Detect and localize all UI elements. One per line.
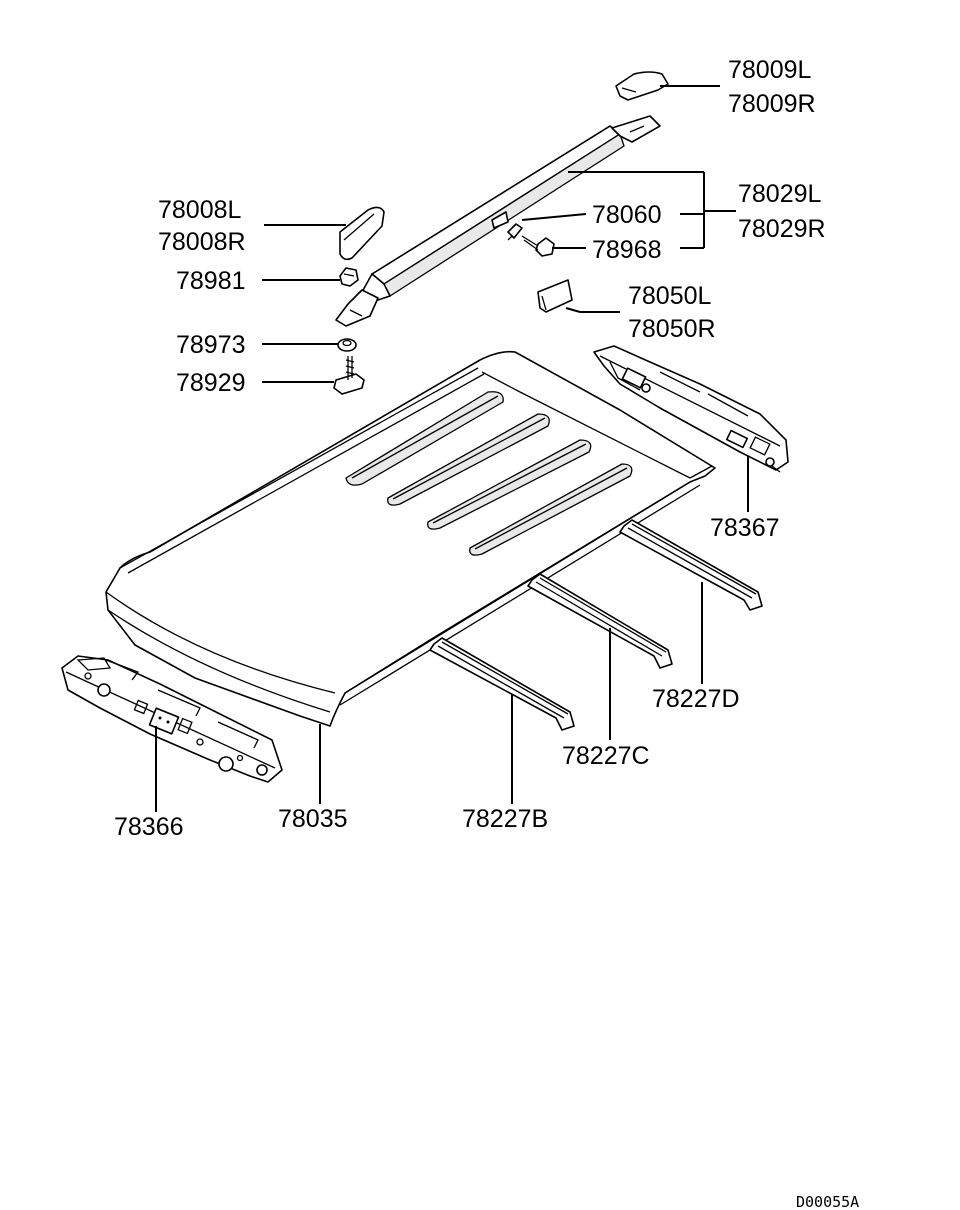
label-78008r: 78008R (158, 228, 246, 256)
leader-lines (155, 85, 749, 812)
label-78009r: 78009R (728, 90, 816, 118)
roof-rail (335, 115, 661, 327)
rear-header-panel (593, 345, 789, 473)
roof-bow-78227b (429, 637, 575, 731)
washer-78973 (337, 338, 357, 352)
label-78009l: 78009L (728, 56, 812, 84)
label-78008l: 78008L (158, 196, 242, 224)
label-78029r: 78029R (738, 215, 826, 243)
pad-78050 (537, 279, 573, 313)
label-78981: 78981 (176, 267, 246, 295)
label-78968: 78968 (592, 236, 662, 264)
diagram-code: D00055A (796, 1193, 859, 1210)
roof-bow-78227c (527, 573, 673, 669)
label-78227d: 78227D (652, 685, 740, 713)
label-78227c: 78227C (562, 742, 650, 770)
rail-end-cover-rear (615, 71, 669, 101)
label-78366: 78366 (114, 813, 184, 841)
label-78035: 78035 (278, 805, 348, 833)
bolt-78968 (521, 235, 555, 257)
label-78367: 78367 (710, 514, 780, 542)
label-78973: 78973 (176, 331, 246, 359)
label-78050l: 78050L (628, 282, 712, 310)
stud-78929 (333, 356, 365, 395)
rail-end-cover-front (339, 206, 385, 261)
label-78060: 78060 (592, 201, 662, 229)
roof-bow-78227d (619, 519, 763, 611)
label-78929: 78929 (176, 369, 246, 397)
label-78227b: 78227B (462, 805, 548, 833)
roof-panel (105, 350, 716, 727)
clip-78060 (507, 223, 523, 241)
front-header-panel (61, 655, 283, 783)
part-labels: 78009L 78009R 78029L 78029R 78008L 78008… (114, 56, 859, 1210)
label-78029l: 78029L (738, 180, 822, 208)
label-78050r: 78050R (628, 315, 716, 343)
nut-78981 (339, 267, 359, 287)
